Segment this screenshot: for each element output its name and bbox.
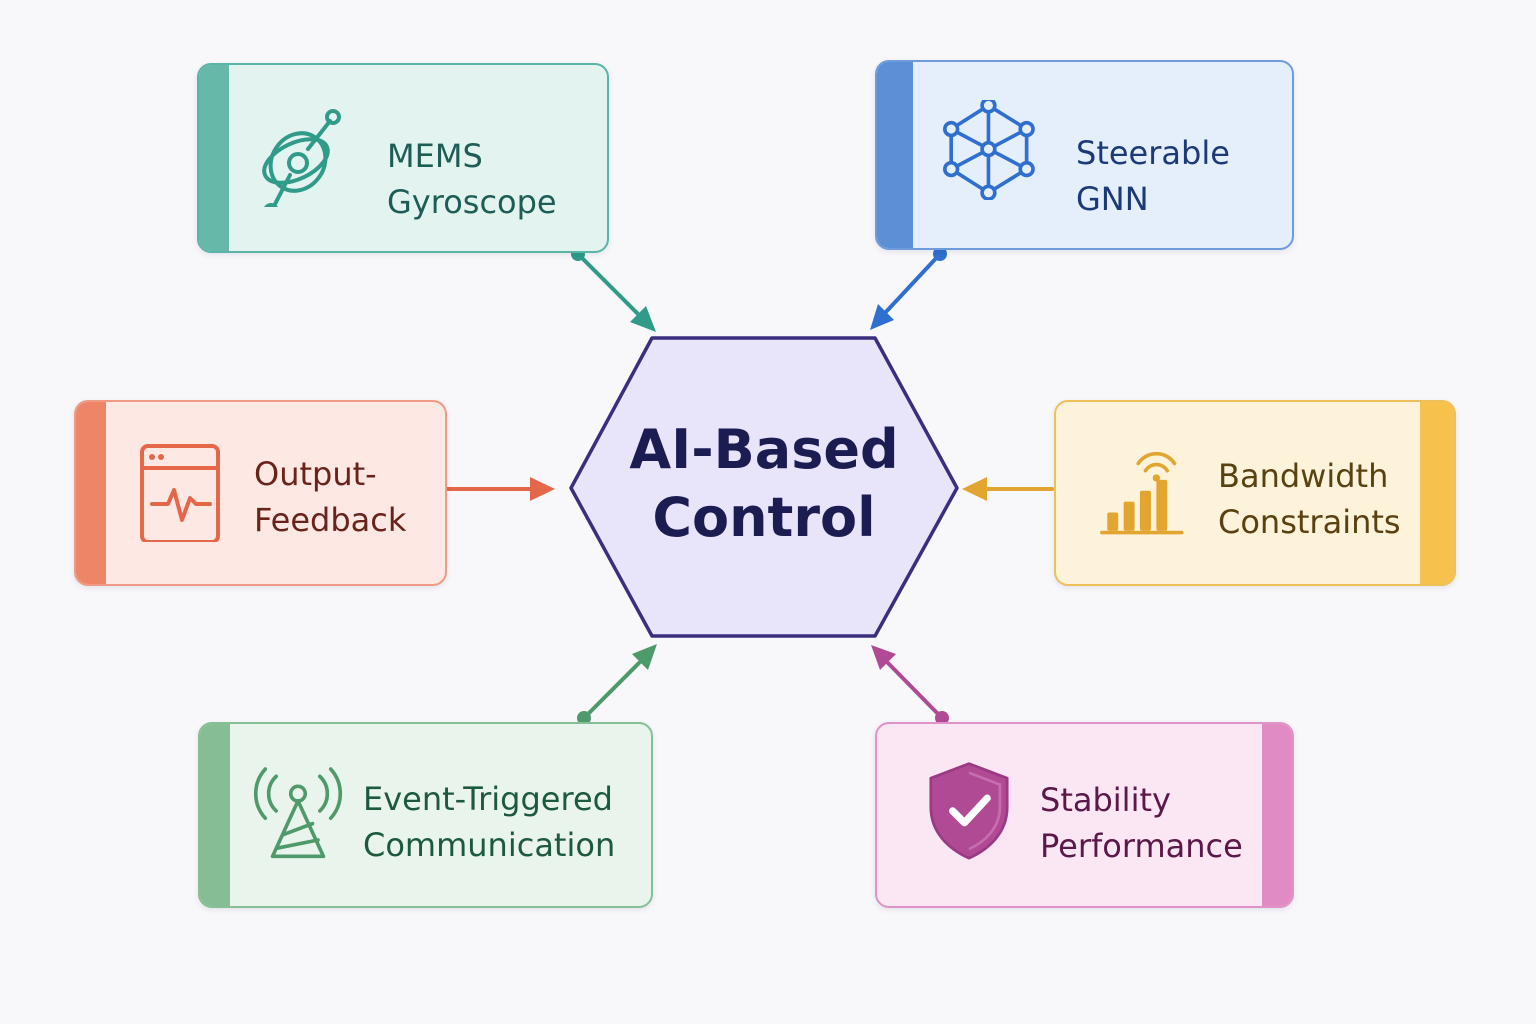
node-accent-stripe: [1420, 402, 1454, 584]
node-accent-stripe: [199, 65, 229, 251]
antenna-tower-icon: [254, 767, 342, 859]
node-accent-stripe: [76, 402, 106, 584]
node-event-triggered-communication[interactable]: Event-Triggered Communication: [198, 722, 653, 908]
signal-bars-icon: [1100, 451, 1184, 535]
hub-label-line1: AI-Based: [629, 418, 899, 481]
node-stability-performance[interactable]: Stability Performance: [875, 722, 1294, 908]
hub-hexagon[interactable]: [569, 336, 959, 638]
connector-gnn: [870, 247, 947, 330]
node-bandwidth-label-line1: Bandwidth: [1218, 457, 1389, 495]
hub-label-line2: Control: [652, 486, 876, 549]
node-mems-label: MEMS Gyroscope: [387, 133, 557, 225]
node-event-label: Event-Triggered Communication: [363, 776, 615, 868]
node-accent-stripe: [200, 724, 230, 906]
node-output-label-line1: Output-: [254, 455, 377, 493]
node-gnn-label-line1: Steerable: [1076, 134, 1230, 172]
monitor-waveform-icon: [140, 444, 220, 542]
node-steerable-gnn[interactable]: Steerable GNN: [875, 60, 1294, 250]
node-mems-label-line1: MEMS: [387, 137, 483, 175]
connector-output: [446, 477, 555, 501]
node-bandwidth-label: Bandwidth Constraints: [1218, 453, 1401, 545]
node-mems-gyroscope[interactable]: MEMS Gyroscope: [197, 63, 609, 253]
node-bandwidth-label-line2: Constraints: [1218, 503, 1401, 541]
node-event-label-line2: Communication: [363, 826, 616, 864]
node-mems-label-line2: Gyroscope: [387, 183, 557, 221]
node-output-label: Output- Feedback: [254, 451, 406, 543]
hub-label: AI-Based Control: [571, 416, 957, 552]
connector-mems: [571, 247, 656, 332]
node-gnn-label-line2: GNN: [1076, 180, 1149, 218]
node-accent-stripe: [877, 62, 913, 248]
node-gnn-label: Steerable GNN: [1076, 130, 1230, 222]
node-event-label-line1: Event-Triggered: [363, 780, 613, 818]
node-accent-stripe: [1262, 724, 1292, 906]
connector-event: [577, 644, 657, 725]
connector-bandwidth: [962, 477, 1054, 501]
node-stability-label-line1: Stability: [1040, 781, 1171, 819]
node-output-feedback[interactable]: Output- Feedback: [74, 400, 447, 586]
connector-stability: [871, 645, 949, 725]
gyroscope-icon: [262, 109, 341, 207]
node-stability-label: Stability Performance: [1040, 777, 1243, 869]
shield-check-icon: [929, 762, 1009, 860]
network-graph-icon: [943, 100, 1035, 200]
node-bandwidth-constraints[interactable]: Bandwidth Constraints: [1054, 400, 1456, 586]
node-stability-label-line2: Performance: [1040, 827, 1243, 865]
node-output-label-line2: Feedback: [254, 501, 407, 539]
